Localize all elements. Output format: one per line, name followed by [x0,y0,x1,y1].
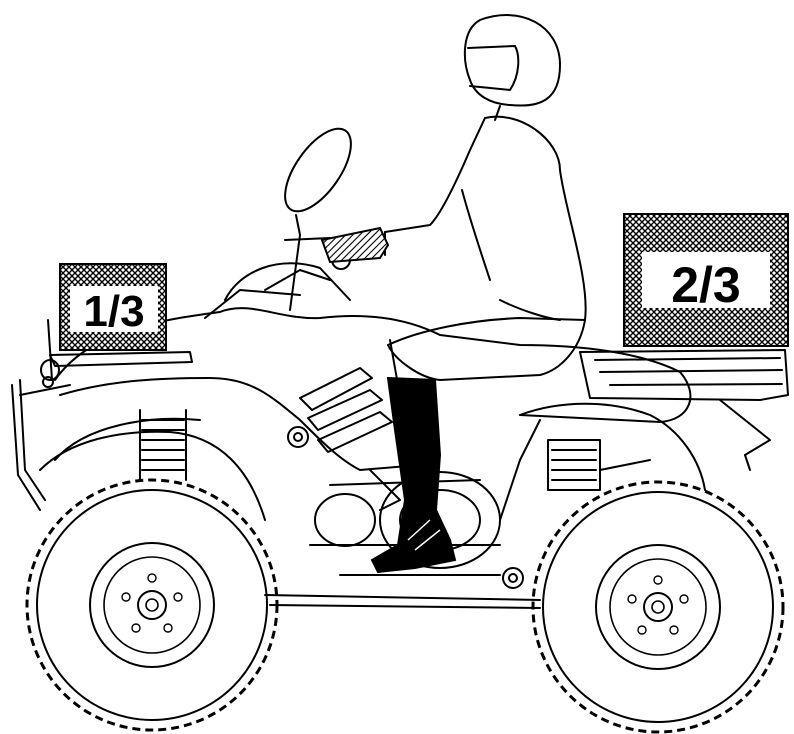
front-load-label: 1/3 [83,287,144,336]
rear-wheel-icon [533,482,783,732]
rear-load-label: 2/3 [671,257,741,313]
rear-load-box: 2/3 [624,214,788,346]
rider-icon [385,117,586,385]
glove [322,228,388,262]
front-wheel-icon [27,480,277,730]
helmet-icon [465,15,560,120]
mirror-icon [272,118,363,235]
boot-icon [372,378,455,572]
rear-suspension [548,440,650,490]
front-suspension [140,410,186,480]
side-panel-vents [288,368,392,452]
front-load-box: 1/3 [60,264,166,350]
rear-rack [580,350,788,470]
